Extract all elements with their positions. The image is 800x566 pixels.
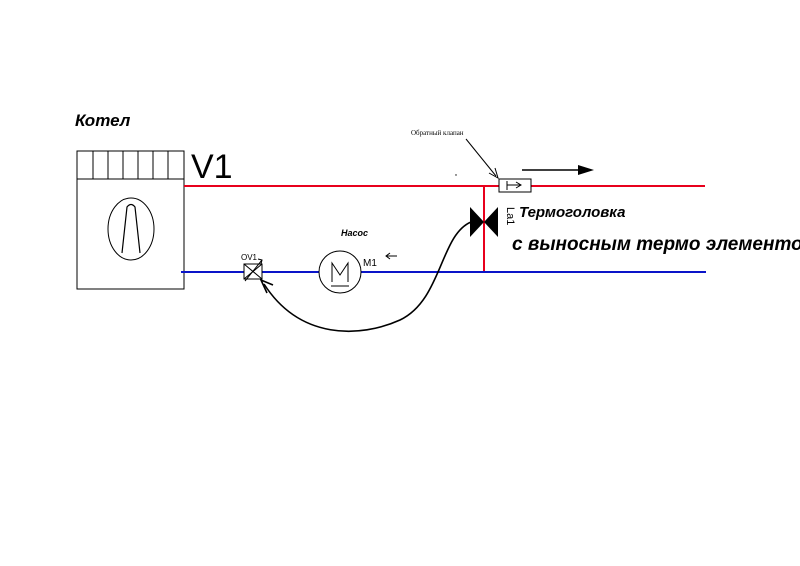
pump-icon (318, 250, 362, 294)
v1-label: V1 (191, 148, 233, 186)
pump-label: Насос (341, 228, 368, 238)
check-valve-icon (498, 178, 532, 193)
check-valve-leader (455, 138, 499, 180)
thermostatic-valve-icon (470, 207, 498, 237)
boiler-label: Котел (75, 111, 131, 130)
pump-flow-arrow-icon (385, 252, 397, 260)
capillary-line (259, 221, 472, 333)
m1-label: M1 (363, 258, 377, 269)
la1-label: La1 (504, 207, 516, 225)
ov1-label: OV1 (241, 253, 258, 262)
supply-pipe (184, 185, 705, 272)
thermo-head-label: Термоголовка (519, 204, 625, 221)
thermo-head-sublabel: с выносным термо элементом (512, 234, 800, 255)
balancing-valve-icon (243, 258, 263, 282)
flow-arrow-icon (522, 165, 594, 175)
boiler-icon (76, 150, 185, 290)
check-valve-label: Обратный клапан (411, 129, 464, 137)
